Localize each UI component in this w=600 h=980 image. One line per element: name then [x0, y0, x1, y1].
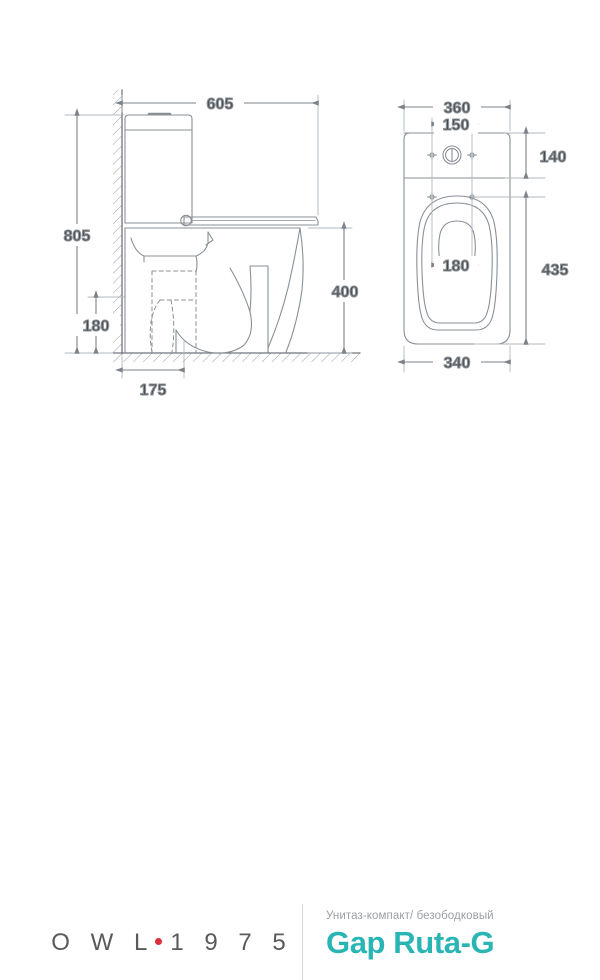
brand-logo-text: O W L 1 9 7 5 [51, 929, 292, 957]
dim-180-side-label: 180 [83, 318, 110, 335]
hidden-trap-dashed [149, 270, 197, 353]
bolt-marks-pan [427, 192, 477, 202]
wall-hatching [113, 89, 123, 355]
floor-hatching [112, 352, 361, 362]
seat-lid-side [180, 214, 319, 227]
side-extension-lines [64, 94, 353, 379]
dim-340: 340 [397, 353, 511, 373]
dim-175: 175 [115, 367, 185, 400]
dim-360-label: 360 [444, 100, 471, 117]
dim-180-plan: 180 [431, 256, 479, 276]
brand-year: 1 9 7 5 [170, 929, 293, 956]
dim-180-plan-label: 180 [443, 258, 470, 275]
product-block: Унитаз-компакт/ безободковый Gap Ruta-G [326, 910, 576, 961]
drawing-sheet: 605 805 180 400 [0, 89, 600, 980]
dim-360: 360 [397, 98, 511, 118]
dim-605: 605 [115, 94, 319, 114]
dim-435: 435 [523, 190, 581, 345]
cistern-top-plan [403, 132, 511, 179]
dim-340-label: 340 [444, 355, 471, 372]
bowl-rim-plan [416, 195, 498, 331]
side-elevation-group: 605 805 180 400 [52, 89, 370, 400]
dim-805-label: 805 [64, 228, 91, 245]
top-plan-group: 360 150 140 435 [397, 98, 581, 373]
dim-400-label: 400 [332, 284, 359, 301]
footer-divider [302, 904, 303, 980]
product-subtitle: Унитаз-компакт/ безободковый [326, 910, 494, 922]
dim-605-label: 605 [207, 96, 234, 113]
bowl-outline-side [124, 227, 304, 354]
dim-400: 400 [320, 221, 370, 354]
bowl-inlet-detail [130, 231, 214, 273]
brand-logo: O W L 1 9 7 5 [51, 926, 292, 960]
dim-805: 805 [52, 108, 102, 354]
technical-drawing-canvas: 605 805 180 400 [52, 89, 581, 400]
brand-name: O W L [51, 929, 155, 956]
cistern-side [124, 112, 193, 224]
dim-180-side: 180 [72, 290, 120, 354]
footer-bar: O W L 1 9 7 5 Унитаз-компакт/ безободковы… [0, 448, 600, 980]
dim-150: 150 [431, 115, 479, 135]
dim-140-label: 140 [540, 149, 567, 166]
brand-dot-icon [155, 938, 163, 946]
dim-150-label: 150 [443, 117, 470, 134]
product-title: Gap Ruta-G [326, 925, 495, 960]
dim-435-label: 435 [542, 262, 569, 279]
dim-140: 140 [523, 126, 577, 179]
dim-175-label: 175 [140, 382, 167, 399]
flush-button-icon [442, 145, 462, 165]
